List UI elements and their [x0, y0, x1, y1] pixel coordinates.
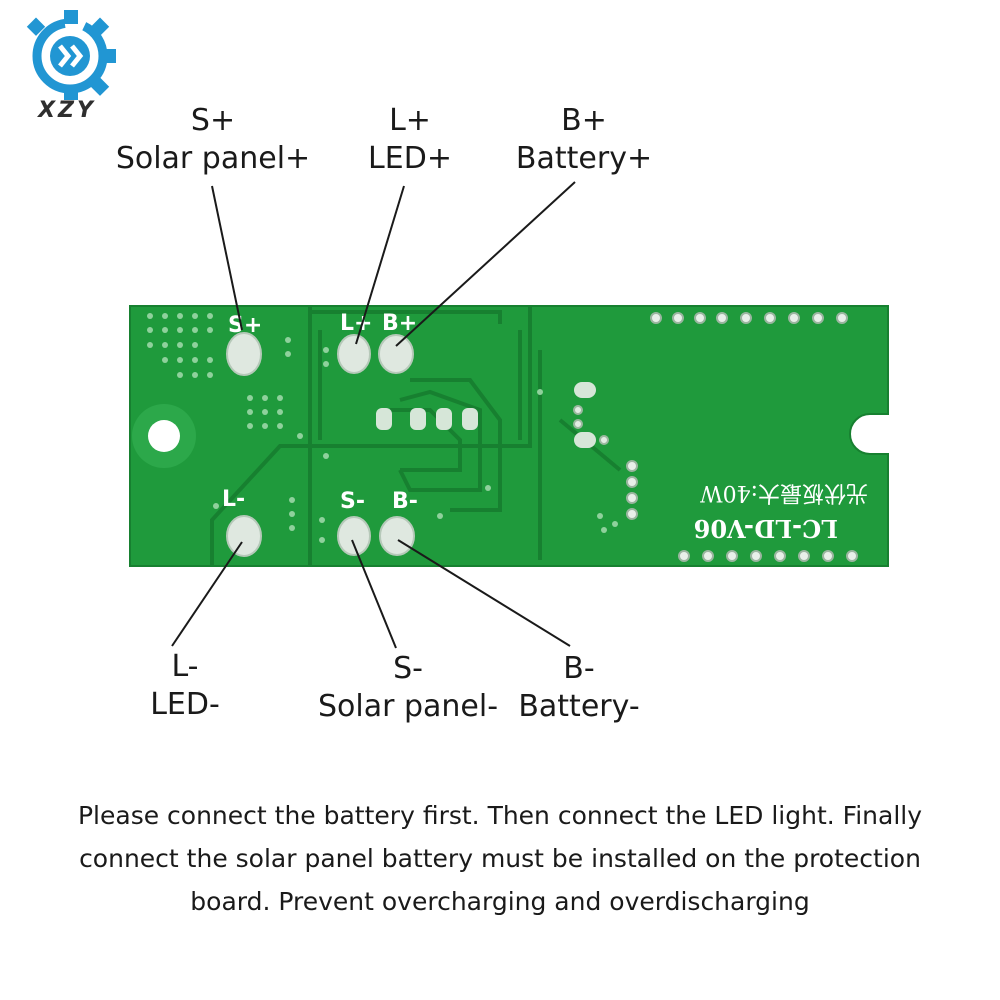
leader-s-plus — [211, 185, 243, 331]
callout-b-minus-label: Battery- — [518, 689, 640, 724]
pad-b-minus — [379, 516, 415, 556]
callout-l-plus: L+ LED+ — [340, 102, 480, 178]
leader-b-minus — [397, 539, 571, 647]
callout-s-minus: S- Solar panel- — [300, 650, 516, 726]
silk-power-rating: 光伏板最大:40W — [700, 480, 868, 505]
silk-model: LC-LD-V06 — [694, 514, 838, 543]
callout-s-minus-label: Solar panel- — [317, 689, 499, 724]
pad-b-plus — [378, 334, 414, 374]
callout-l-plus-code: L+ — [389, 103, 431, 138]
gear-logo-icon — [26, 10, 116, 100]
silk-s-minus: S- — [340, 489, 365, 514]
callout-b-plus: B+ Battery+ — [494, 102, 674, 178]
pad-l-plus — [337, 334, 371, 374]
callout-l-plus-label: LED+ — [368, 141, 452, 176]
callout-b-plus-label: Battery+ — [515, 141, 653, 176]
callout-b-plus-code: B+ — [561, 103, 607, 138]
instructions-line-3: board. Prevent overcharging and overdisc… — [190, 887, 810, 916]
pad-s-minus — [337, 516, 371, 556]
callout-s-minus-code: S- — [393, 651, 423, 686]
callout-s-plus-code: S+ — [190, 103, 236, 138]
instructions-line-1: Please connect the battery first. Then c… — [77, 801, 923, 830]
silk-b-minus: B- — [392, 489, 418, 514]
callout-s-plus-label: Solar panel+ — [115, 141, 311, 176]
silk-l-minus: L- — [222, 487, 245, 512]
callout-l-minus-code: L- — [171, 649, 199, 684]
callout-b-minus: B- Battery- — [504, 650, 654, 726]
brand-name: XZY — [38, 98, 96, 123]
leader-s-minus — [351, 539, 397, 649]
pad-l-minus — [226, 515, 262, 557]
leader-l-plus — [355, 185, 405, 345]
leader-b-plus — [395, 181, 576, 347]
callout-s-plus: S+ Solar panel+ — [100, 102, 326, 178]
callout-b-minus-code: B- — [563, 651, 595, 686]
callout-l-minus-label: LED- — [150, 687, 220, 722]
callout-l-minus: L- LED- — [120, 648, 250, 724]
instructions-line-2: connect the solar panel battery must be … — [79, 844, 921, 873]
pad-s-plus — [226, 332, 262, 376]
leader-l-minus — [171, 541, 243, 647]
silk-s-plus: S+ — [228, 313, 262, 338]
silk-l-plus: L+ — [340, 311, 372, 336]
instructions-note: Please connect the battery first. Then c… — [60, 794, 940, 923]
